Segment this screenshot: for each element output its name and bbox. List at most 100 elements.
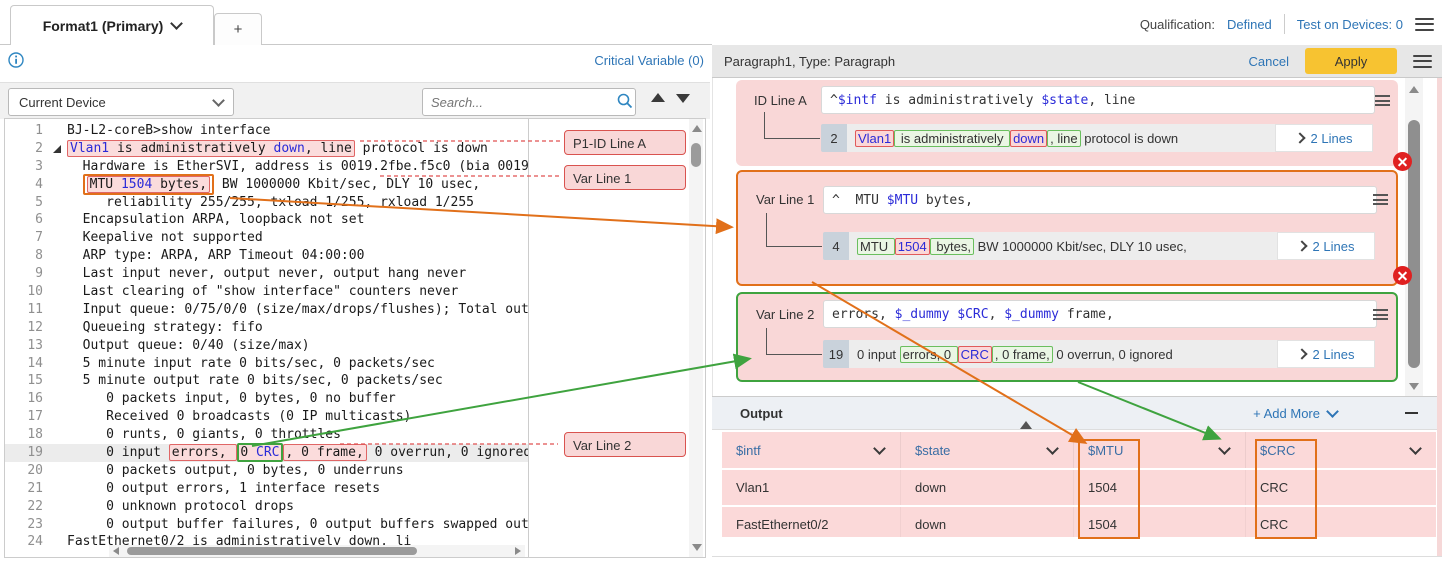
table-cell: CRC xyxy=(1245,470,1436,505)
output-table-footer xyxy=(712,537,1442,557)
column-header[interactable]: $intf xyxy=(722,432,900,468)
search-input[interactable] xyxy=(423,94,617,110)
code-line[interactable]: 8 ARP type: ARPA, ARP Timeout 04:00:00 xyxy=(35,248,365,264)
chevron-down-icon[interactable] xyxy=(1409,441,1422,455)
rule-block-var-line-1: Var Line 1 ^ MTU $MTU bytes, 4 MTU 1504 … xyxy=(736,170,1398,286)
qualification-label: Qualification: xyxy=(1139,16,1215,32)
annotation-var-line-1[interactable]: Var Line 1 xyxy=(564,165,686,190)
chevron-down-icon[interactable] xyxy=(170,17,184,30)
table-cell: 1504 xyxy=(1073,470,1245,505)
add-more-label: + Add More xyxy=(1253,405,1320,421)
code-line[interactable]: 12 Queueing strategy: fifo xyxy=(27,319,263,335)
test-on-devices-link[interactable]: Test on Devices: 0 xyxy=(1296,16,1403,32)
delete-var-line-1-button[interactable] xyxy=(1393,152,1412,171)
column-header[interactable]: $state xyxy=(900,432,1073,468)
parser-rules-area: ID Line A ^$intf is administratively $st… xyxy=(712,78,1442,396)
scroll-up-arrow[interactable] xyxy=(1409,86,1419,93)
rule-annotation-column: P1-ID Line A Var Line 1 Var Line 2 xyxy=(528,119,692,557)
scrollbar-thumb[interactable] xyxy=(691,143,701,167)
code-line[interactable]: 11 Input queue: 0/75/0/0 (size/max/drops… xyxy=(27,301,528,317)
annotation-id-line-a[interactable]: P1-ID Line A xyxy=(564,130,686,155)
panel-menu-icon[interactable] xyxy=(1413,54,1432,68)
paragraph-title: Paragraph1, Type: Paragraph xyxy=(724,53,896,69)
critical-variable-link[interactable]: Critical Variable (0) xyxy=(594,53,704,68)
matched-line-number: 2 xyxy=(821,124,847,152)
code-line[interactable]: 4 MTU 1504 bytes, BW 1000000 Kbit/sec, D… xyxy=(5,173,528,195)
code-line[interactable]: 21 0 output errors, 1 interface resets xyxy=(27,480,381,496)
code-line[interactable]: 13 Output queue: 0/40 (size/max) xyxy=(27,337,310,353)
scroll-right-arrow[interactable] xyxy=(515,547,521,555)
code-line[interactable]: 18 0 runts, 0 giants, 0 throttles xyxy=(27,427,341,443)
annotation-var-line-2[interactable]: Var Line 2 xyxy=(564,432,686,457)
code-line[interactable]: 20 0 packets output, 0 bytes, 0 underrun… xyxy=(27,462,404,478)
rule-label: ID Line A xyxy=(754,93,807,108)
code-line[interactable]: 17 Received 0 broadcasts (0 IP multicast… xyxy=(27,409,412,425)
expand-lines-button[interactable]: 2 Lines xyxy=(1277,340,1375,368)
pattern-input[interactable]: ^$intf is administratively $state, line xyxy=(821,86,1375,114)
add-more-button[interactable]: + Add More xyxy=(1253,404,1339,421)
rule-menu-icon[interactable] xyxy=(1375,95,1390,106)
code-line[interactable]: 10 Last clearing of "show interface" cou… xyxy=(27,284,459,300)
find-previous-button[interactable] xyxy=(651,93,665,102)
find-next-button[interactable] xyxy=(676,94,690,103)
matched-line-row: 4 MTU 1504 bytes, BW 1000000 Kbit/sec, D… xyxy=(823,232,1375,260)
fold-toggle-icon[interactable] xyxy=(53,144,61,153)
expand-lines-button[interactable]: 2 Lines xyxy=(1277,232,1375,260)
code-line[interactable]: 6 Encapsulation ARPA, loopback not set xyxy=(35,212,365,228)
delete-var-line-2-button[interactable] xyxy=(1393,266,1412,285)
code-line[interactable]: 5 reliability 255/255, txload 1/255, rxl… xyxy=(35,194,474,210)
matched-line-text: Vlan1 is administratively down, line pro… xyxy=(847,124,1275,152)
table-cell: Vlan1 xyxy=(736,480,770,495)
code-line[interactable]: 9 Last input never, output never, output… xyxy=(35,266,467,282)
code-line[interactable]: 3 Hardware is EtherSVI, address is 0019.… xyxy=(35,158,528,174)
scroll-down-arrow[interactable] xyxy=(1409,383,1419,390)
code-line[interactable]: 7 Keepalive not supported xyxy=(35,230,263,246)
collapse-panel-icon[interactable] xyxy=(1020,406,1034,429)
output-title: Output xyxy=(740,405,783,421)
apply-button[interactable]: Apply xyxy=(1305,48,1397,74)
chevron-right-icon xyxy=(1295,240,1308,252)
code-line[interactable]: 22 0 unknown protocol drops xyxy=(27,498,294,514)
expand-lines-button[interactable]: 2 Lines xyxy=(1275,124,1373,152)
scrollbar-thumb[interactable] xyxy=(1408,120,1420,368)
code-line[interactable]: 15 5 minute output rate 0 bits/sec, 0 pa… xyxy=(27,373,443,389)
editor-horizontal-scrollbar[interactable] xyxy=(109,545,525,557)
device-select-value: Current Device xyxy=(19,94,106,110)
tab-format1-label: Format1 (Primary) xyxy=(42,17,164,34)
chevron-down-icon[interactable] xyxy=(1046,441,1059,455)
table-cell: 1504 xyxy=(1073,507,1245,542)
pattern-input[interactable]: ^ MTU $MTU bytes, xyxy=(823,186,1377,214)
output-table-header: $intf$state$MTU$CRC xyxy=(722,432,1436,470)
search-icon[interactable] xyxy=(617,93,633,112)
info-icon[interactable] xyxy=(8,52,24,71)
column-header[interactable]: $MTU xyxy=(1073,432,1245,468)
code-line[interactable]: 19 0 input errors, 0 CRC, 0 frame, 0 ove… xyxy=(5,443,528,463)
collapse-output-icon[interactable] xyxy=(1405,412,1418,414)
code-line[interactable]: 23 0 output buffer failures, 0 output bu… xyxy=(27,516,528,532)
chevron-down-icon[interactable] xyxy=(1218,441,1231,455)
scrollbar-thumb[interactable] xyxy=(127,547,417,555)
rule-menu-icon[interactable] xyxy=(1373,194,1388,205)
editor-vertical-scrollbar[interactable] xyxy=(689,119,703,557)
code-line[interactable]: 16 0 packets input, 0 bytes, 0 no buffer xyxy=(27,391,396,407)
scroll-down-arrow[interactable] xyxy=(692,544,702,551)
scroll-left-arrow[interactable] xyxy=(113,547,119,555)
device-select[interactable]: Current Device xyxy=(8,88,234,116)
menu-icon[interactable] xyxy=(1415,17,1434,31)
cancel-button[interactable]: Cancel xyxy=(1248,53,1289,69)
scroll-up-arrow[interactable] xyxy=(692,125,702,132)
rule-menu-icon[interactable] xyxy=(1373,309,1388,320)
chevron-down-icon[interactable] xyxy=(873,441,886,455)
add-tab-button[interactable]: + xyxy=(214,13,262,45)
rules-vertical-scrollbar[interactable] xyxy=(1405,78,1423,396)
column-header[interactable]: $CRC xyxy=(1245,432,1436,468)
tab-format1-primary[interactable]: Format1 (Primary) xyxy=(10,5,214,45)
pattern-input[interactable]: errors, $_dummy $CRC, $_dummy frame, xyxy=(823,300,1377,328)
connector-elbow xyxy=(764,112,820,139)
code-line[interactable]: 14 5 minute input rate 0 bits/sec, 0 pac… xyxy=(27,355,435,371)
qualification-value-link[interactable]: Defined xyxy=(1226,16,1272,32)
